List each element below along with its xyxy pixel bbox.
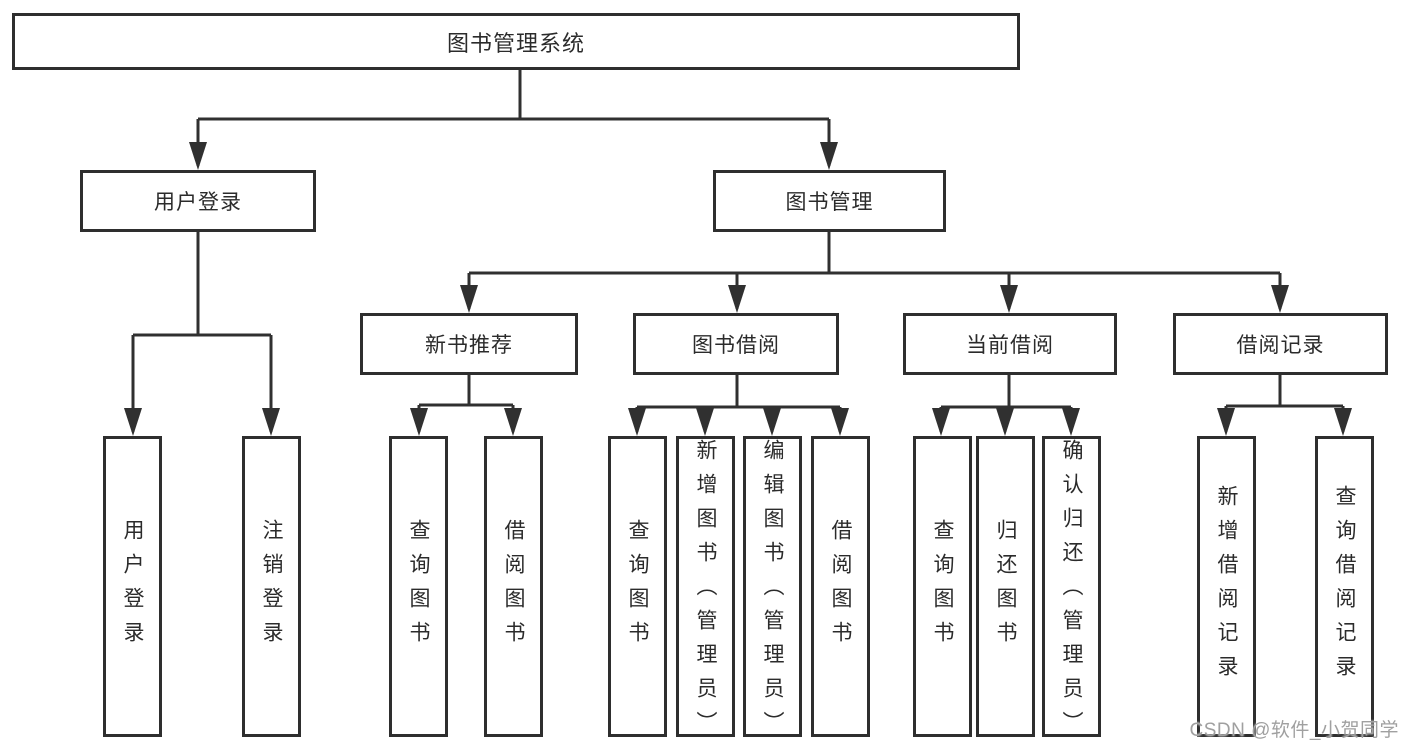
- leaf-user-login: 用户登录: [103, 436, 162, 737]
- node-new-book-recommend: 新书推荐: [360, 313, 578, 375]
- leaf-add-borrow-record: 新增借阅记录: [1197, 436, 1256, 737]
- connector-newbooks-group: [417, 375, 515, 432]
- node-borrowing-records: 借阅记录: [1173, 313, 1388, 375]
- node-book-borrowing: 图书借阅: [633, 313, 839, 375]
- connector-root-to-level2: [196, 70, 831, 166]
- node-root-library-system: 图书管理系统: [12, 13, 1020, 70]
- leaf-borrow-books-recommend: 借阅图书: [484, 436, 543, 737]
- node-current-borrowing: 当前借阅: [903, 313, 1117, 375]
- leaf-logout: 注销登录: [242, 436, 301, 737]
- leaf-query-borrow-record: 查询借阅记录: [1315, 436, 1374, 737]
- leaf-query-books-current: 查询图书: [913, 436, 972, 737]
- leaf-query-books-recommend: 查询图书: [389, 436, 448, 737]
- leaf-edit-books-admin: 编辑图书（管理员）: [743, 436, 802, 745]
- leaf-return-books: 归还图书: [976, 436, 1035, 737]
- csdn-watermark: CSDN @软件_小贺同学: [1189, 720, 1399, 741]
- leaf-borrow-books: 借阅图书: [811, 436, 870, 737]
- leaf-confirm-return-admin: 确认归还（管理员）: [1042, 436, 1101, 745]
- node-book-management: 图书管理: [713, 170, 946, 232]
- leaf-query-books-borrow: 查询图书: [608, 436, 667, 737]
- arrowheads: [124, 142, 1352, 436]
- leaf-add-books-admin: 新增图书（管理员）: [676, 436, 735, 745]
- connector-userlogin-group: [131, 232, 273, 432]
- connector-bookmgmt-to-level3: [467, 232, 1282, 309]
- node-user-login: 用户登录: [80, 170, 316, 232]
- connector-bookborrow-group: [635, 375, 842, 432]
- connector-records-group: [1224, 375, 1345, 432]
